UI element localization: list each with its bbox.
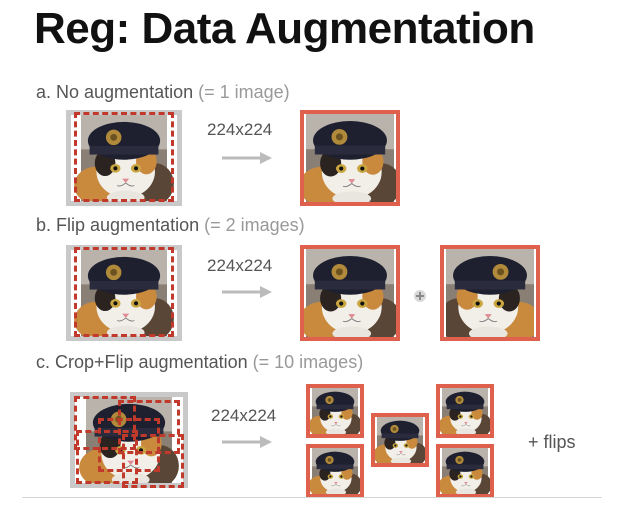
size-label-b: 224x224 (207, 256, 272, 276)
section-c-label: c. Crop+Flip augmentation (= 10 images) (36, 352, 363, 373)
crop-output-3 (371, 413, 429, 467)
slide-title: Reg: Data Augmentation (34, 4, 535, 54)
section-a-title: a. No augmentation (36, 82, 193, 102)
plus-icon (413, 289, 427, 303)
crop-output-5 (436, 444, 494, 498)
right-arrow-icon (222, 152, 272, 164)
section-c-note: (= 10 images) (253, 352, 364, 372)
size-label-c: 224x224 (211, 406, 276, 426)
output-image-a (300, 110, 400, 206)
right-arrow-icon (222, 286, 272, 298)
crop-box-a (74, 112, 174, 202)
crop-box-c-5 (122, 434, 184, 488)
output-image-b-flipped (440, 245, 540, 341)
output-image-b (300, 245, 400, 341)
flips-label: + flips (528, 432, 576, 453)
crop-output-1 (306, 384, 364, 438)
crop-output-4 (436, 384, 494, 438)
section-c-title: c. Crop+Flip augmentation (36, 352, 248, 372)
section-b-label: b. Flip augmentation (= 2 images) (36, 215, 305, 236)
section-b-title: b. Flip augmentation (36, 215, 199, 235)
section-b-note: (= 2 images) (204, 215, 305, 235)
crop-output-2 (306, 444, 364, 498)
bottom-divider (22, 497, 602, 498)
crop-box-b (74, 247, 174, 337)
section-a-label: a. No augmentation (= 1 image) (36, 82, 290, 103)
right-arrow-icon (222, 436, 272, 448)
section-a-note: (= 1 image) (198, 82, 290, 102)
size-label-a: 224x224 (207, 120, 272, 140)
